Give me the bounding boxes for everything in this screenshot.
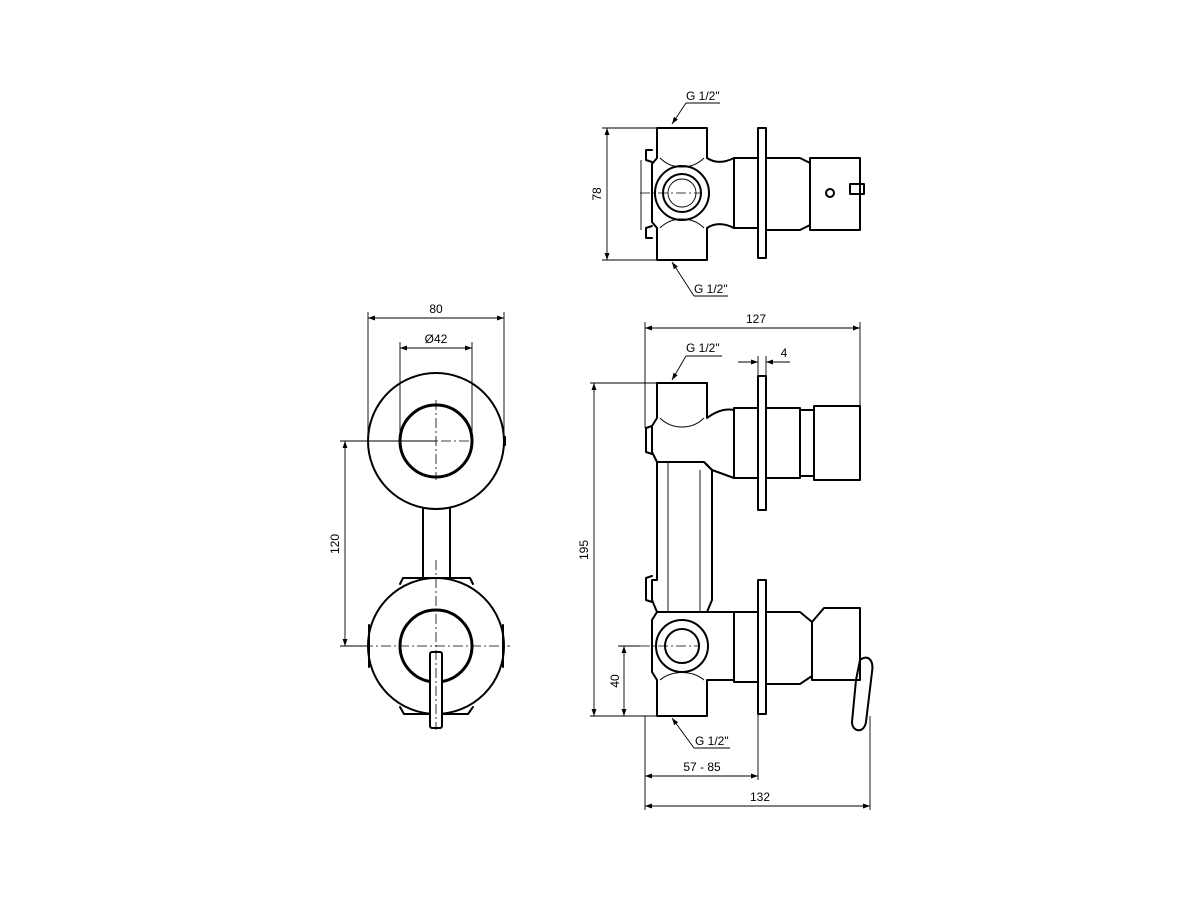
thread-bottom-leader [671,261,695,297]
top-view-clip-lower [645,225,653,239]
side-thread-top-leader [671,355,687,381]
top-view-lever-stub [849,183,865,195]
dim-132-label: 132 [750,790,770,804]
side-thread-bottom-label: G 1/2" [695,734,729,748]
side-thread-bottom-leader [671,717,695,749]
side-view-lower-boss-curve [659,672,705,681]
side-view-lower-clip [645,575,653,603]
side-thread-top-label: G 1/2" [686,341,720,355]
dim-80-label: 80 [429,302,443,316]
side-view-lower-handle [811,607,861,681]
top-view: 78 G 1/2" G 1/2" [590,89,865,297]
side-view-upper-boss [651,382,735,479]
side-view-upper-housing [733,407,759,479]
side-view-lower-plate [757,579,767,715]
side-view-upper-boss-curve [659,417,705,428]
side-view-body-column [651,461,713,613]
top-view-body-outline [651,127,735,261]
thread-top-leader [671,102,687,125]
dim-195-label: 195 [577,540,591,560]
side-view: 127 G 1/2" 4 195 40 G 1/2" 57 - 85 132 [577,312,874,810]
thread-bottom-label: G 1/2" [694,282,728,296]
front-view: 80 Ø42 120 [328,302,510,730]
side-view-port-outer [655,619,709,673]
dim-127-label: 127 [746,312,766,326]
top-view-wall-plate [757,127,767,259]
side-view-upper-sleeve [765,407,801,479]
thread-top-label: G 1/2" [686,89,720,103]
dim-40-label: 40 [608,674,622,688]
side-view-upper-clip [645,425,653,455]
dim-57-85-label: 57 - 85 [683,760,721,774]
top-view-spindle-housing [733,157,759,229]
top-view-sleeve [765,157,811,231]
top-view-handle-hole [825,188,835,198]
side-view-lever [851,656,874,732]
side-view-lower-sleeve [765,611,813,685]
dim-d42-label: Ø42 [425,332,448,346]
dim-4-label: 4 [781,346,788,360]
side-view-upper-handle [813,405,861,481]
side-view-lower-boss [651,611,735,717]
side-view-lower-housing [733,611,759,683]
side-view-upper-plate [757,375,767,511]
dim-120-label: 120 [328,534,342,554]
top-view-clip-upper [645,149,653,163]
dim-78-label: 78 [590,187,604,201]
